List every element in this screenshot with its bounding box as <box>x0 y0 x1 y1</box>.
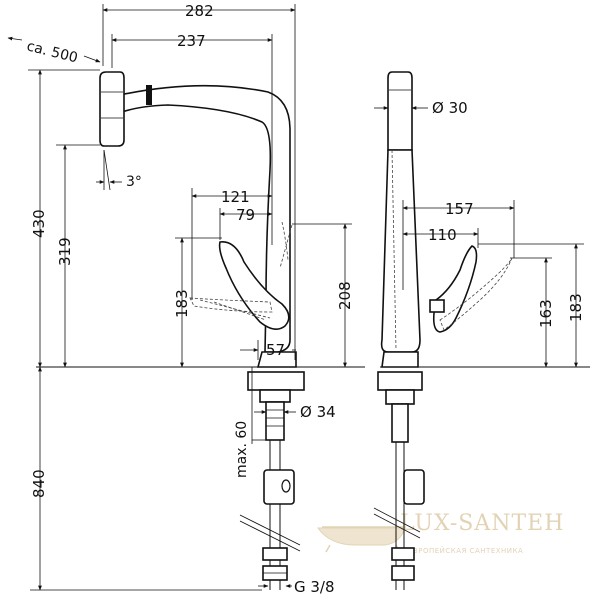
side-view <box>373 71 590 590</box>
front-view <box>36 71 365 590</box>
dim-tilt: 3° <box>126 174 142 190</box>
dim-spray-dia: Ø 30 <box>432 99 468 117</box>
dim-121: 121 <box>221 188 250 206</box>
dim-79: 79 <box>236 206 255 224</box>
faucet-base <box>256 351 297 368</box>
dim-163: 163 <box>537 299 555 328</box>
side-lever <box>432 245 478 333</box>
dim-840: 840 <box>30 469 48 498</box>
side-shank <box>391 403 409 443</box>
hose-fitting-upper <box>262 547 288 561</box>
side-body <box>380 149 421 353</box>
watermark: LUX-SANTEH ЕВРОПЕЙСКАЯ САНТЕХНИКА <box>317 511 564 555</box>
dim-237: 237 <box>177 32 206 50</box>
watermark-brand: LUX-SANTEH <box>400 511 564 536</box>
spout-joint <box>146 85 152 105</box>
dim-208: 208 <box>336 281 354 310</box>
dim-shank-dia: Ø 34 <box>300 403 336 421</box>
lever-swing-ghost <box>189 297 273 313</box>
hose-weight <box>263 469 295 505</box>
mounting-plate <box>247 371 305 391</box>
dim-110: 110 <box>428 226 457 244</box>
side-mounting-nut <box>385 389 415 405</box>
side-lever-hub <box>429 299 445 313</box>
dim-430: 430 <box>30 209 48 238</box>
side-fitting-upper <box>391 547 415 561</box>
dim-hose-length: ca. 500 <box>25 38 79 66</box>
front-dimensions: 282 237 ca. 500 430 319 3° 121 79 <box>7 2 354 596</box>
side-dimensions: Ø 30 157 110 163 183 <box>374 99 585 368</box>
side-base <box>381 351 419 368</box>
lever-handle <box>218 241 290 330</box>
side-fitting-lower <box>391 565 415 581</box>
dim-157: 157 <box>445 200 474 218</box>
side-weight <box>403 469 425 505</box>
dim-57: 57 <box>266 341 285 359</box>
side-mounting-plate <box>377 371 423 391</box>
dim-183-side: 183 <box>567 293 585 322</box>
dim-max-thickness: max. 60 <box>234 421 250 478</box>
dim-183-front: 183 <box>173 289 191 318</box>
watermark-tagline: ЕВРОПЕЙСКАЯ САНТЕХНИКА <box>408 546 523 555</box>
spray-head <box>99 71 125 147</box>
side-spray-head <box>387 71 413 151</box>
dim-319: 319 <box>56 237 74 266</box>
threaded-shank <box>265 401 285 441</box>
dim-connection: G 3/8 <box>294 578 335 596</box>
dim-282: 282 <box>185 2 214 20</box>
mounting-nut <box>259 389 291 403</box>
